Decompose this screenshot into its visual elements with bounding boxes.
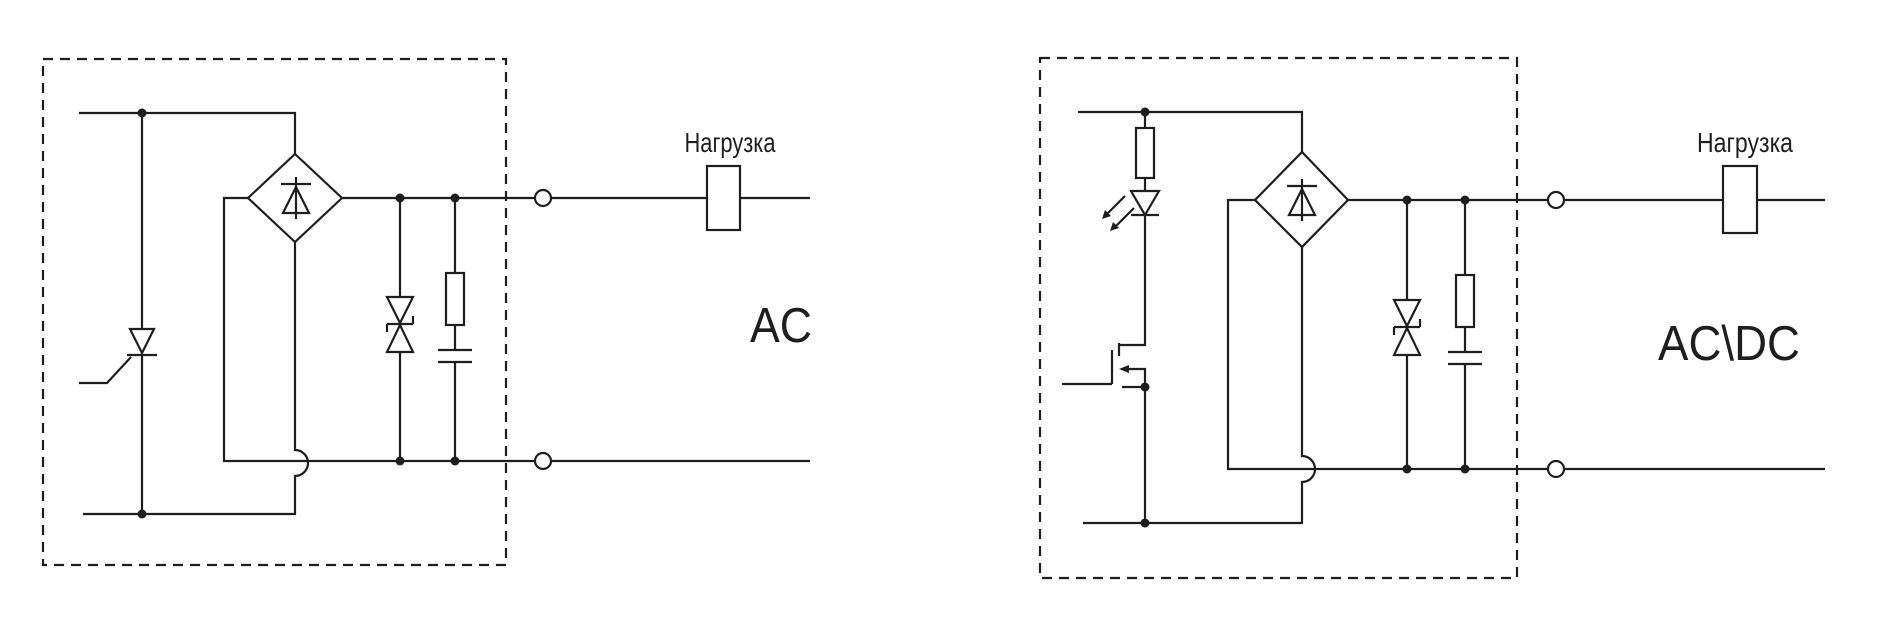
junction-dot: [395, 456, 405, 466]
bridge-diamond: [1253, 150, 1350, 249]
snubber-resistor-icon: [1454, 273, 1476, 329]
ssr-module-ac: Нагрузка AC: [41, 57, 812, 567]
led-emission-arrowhead: [1110, 222, 1119, 231]
mosfet-drain-lead: [1119, 215, 1147, 347]
thyristor-gate-lead: [79, 356, 132, 385]
bridge-diode-triangle: [281, 184, 311, 215]
junction-dot: [450, 456, 460, 466]
load-label: Нагрузка: [1697, 127, 1793, 158]
input-wire-bottom: [1083, 247, 1317, 525]
tvs-bottom-triangle: [385, 322, 415, 354]
junction-dot: [1460, 464, 1470, 474]
junction-dot: [137, 509, 147, 519]
snubber-rc-branch: [438, 198, 472, 461]
mosfet-body-arrow-lead: [1129, 367, 1147, 387]
dc-bus-negative: [1226, 198, 1548, 471]
ssr-module-acdc: Нагрузка AC\DC: [1038, 56, 1825, 580]
input-wire-top: [1078, 110, 1304, 152]
output-terminal-bottom: [1546, 459, 1566, 479]
circuit-type-label: AC: [750, 299, 812, 353]
bridge-rectifier-icon: [246, 152, 344, 244]
tvs-diode-icon: [385, 198, 415, 461]
snubber-capacitor-icon: [438, 348, 472, 364]
module-boundary-box: [41, 57, 508, 567]
bridge-diamond: [246, 152, 344, 244]
circuit-type-label: AC\DC: [1658, 317, 1800, 371]
tvs-diode-icon: [1392, 200, 1422, 469]
junction-dot: [137, 108, 147, 118]
input-wire-top: [79, 111, 297, 154]
load-resistor-icon: [705, 164, 742, 232]
output-terminal-top: [533, 188, 553, 208]
junction-dot: [1460, 195, 1470, 205]
junction-dot: [1140, 107, 1150, 117]
junction-dot: [1402, 464, 1412, 474]
snubber-rc-branch: [1448, 200, 1482, 469]
led-emission-arrow: [1114, 207, 1135, 228]
thyristor-icon: [79, 327, 157, 385]
junction-dot: [1140, 382, 1150, 392]
junction-dot: [450, 193, 460, 203]
bridge-diode-triangle: [1287, 186, 1317, 217]
tvs-top-triangle: [1392, 298, 1422, 329]
junction-dot: [1402, 195, 1412, 205]
led-emission-arrow: [1105, 195, 1126, 216]
junction-dot: [395, 193, 405, 203]
tvs-bottom-triangle: [1392, 325, 1422, 357]
led-emission-arrowhead: [1102, 210, 1111, 219]
snubber-resistor-icon: [444, 271, 466, 327]
led-icon: [1102, 189, 1161, 231]
dc-bus-negative: [222, 196, 535, 463]
led-triangle: [1129, 189, 1161, 218]
output-terminal-bottom: [533, 451, 553, 471]
junction-dot: [1140, 518, 1150, 528]
tvs-top-triangle: [385, 295, 415, 326]
load-label: Нагрузка: [685, 127, 776, 158]
input-wire-bottom: [83, 242, 310, 516]
bridge-rectifier-icon: [1253, 150, 1350, 249]
load-resistor-icon: [1721, 164, 1759, 235]
module-boundary-box: [1038, 56, 1519, 580]
mosfet-body-arrowhead: [1119, 365, 1129, 373]
input-resistor-icon: [1134, 126, 1156, 180]
output-terminal-top: [1546, 190, 1566, 210]
snubber-capacitor-icon: [1448, 350, 1482, 366]
mosfet-icon: [1062, 215, 1147, 523]
thyristor-triangle: [128, 327, 156, 356]
